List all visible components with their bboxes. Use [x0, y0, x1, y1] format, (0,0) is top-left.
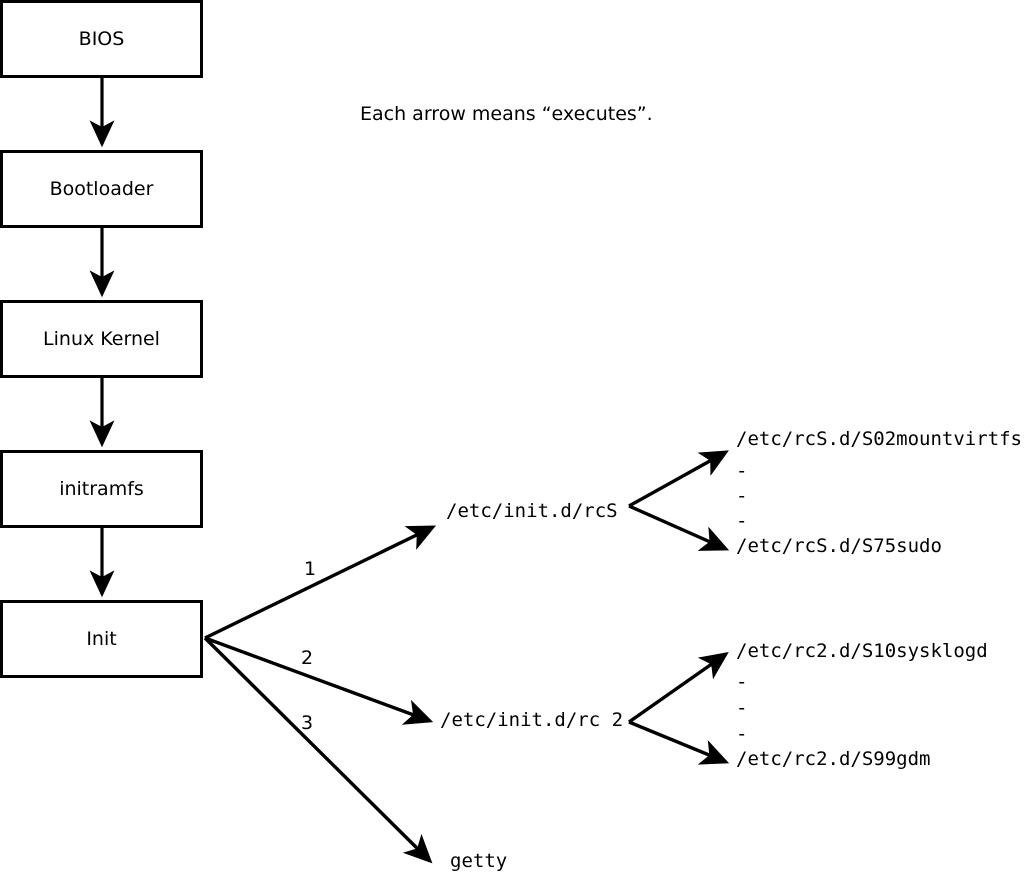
edge-label-1: 1 [304, 558, 317, 580]
edge-label-3: 3 [301, 712, 314, 734]
node-bootloader[interactable]: Bootloader [0, 150, 203, 228]
node-bootloader-label: Bootloader [49, 177, 154, 200]
arrow-rcs-to-last-script [628, 504, 730, 551]
rc2-ellipsis-dash-1: - [736, 671, 748, 693]
arrow-rcs-to-first-script [628, 450, 729, 508]
arrow-init-to-rcs [204, 525, 437, 640]
node-rc2-script[interactable]: /etc/init.d/rc 2 [440, 709, 624, 731]
diagram-caption: Each arrow means “executes”. [360, 103, 653, 125]
node-init[interactable]: Init [0, 600, 203, 678]
node-initramfs[interactable]: initramfs [0, 450, 203, 528]
rcs-script-first[interactable]: /etc/rcS.d/S02mountvirtfs [736, 428, 1022, 450]
arrow-rc2-to-last-script [628, 720, 730, 765]
node-initramfs-label: initramfs [59, 477, 144, 500]
node-getty[interactable]: getty [450, 850, 508, 872]
arrow-init-to-getty [203, 636, 433, 864]
rcs-ellipsis-dash-2: - [736, 485, 748, 507]
node-bios-label: BIOS [78, 27, 125, 50]
rc2-script-last[interactable]: /etc/rc2.d/S99gdm [736, 748, 931, 770]
arrow-init-to-rc2 [204, 636, 434, 725]
rcs-ellipsis-dash-3: - [736, 510, 748, 532]
node-init-label: Init [86, 627, 117, 650]
arrow-rc2-to-first-script [628, 652, 729, 724]
rc2-ellipsis-dash-3: - [736, 723, 748, 745]
rcs-ellipsis-dash-1: - [736, 460, 748, 482]
edge-label-2: 2 [301, 647, 314, 669]
node-linux-kernel[interactable]: Linux Kernel [0, 300, 203, 378]
node-linux-kernel-label: Linux Kernel [43, 327, 160, 350]
rc2-ellipsis-dash-2: - [736, 697, 748, 719]
rcs-script-last[interactable]: /etc/rcS.d/S75sudo [736, 535, 942, 557]
node-rcs-script[interactable]: /etc/init.d/rcS [446, 500, 618, 522]
node-bios[interactable]: BIOS [0, 0, 203, 78]
rc2-script-first[interactable]: /etc/rc2.d/S10sysklogd [736, 640, 988, 662]
